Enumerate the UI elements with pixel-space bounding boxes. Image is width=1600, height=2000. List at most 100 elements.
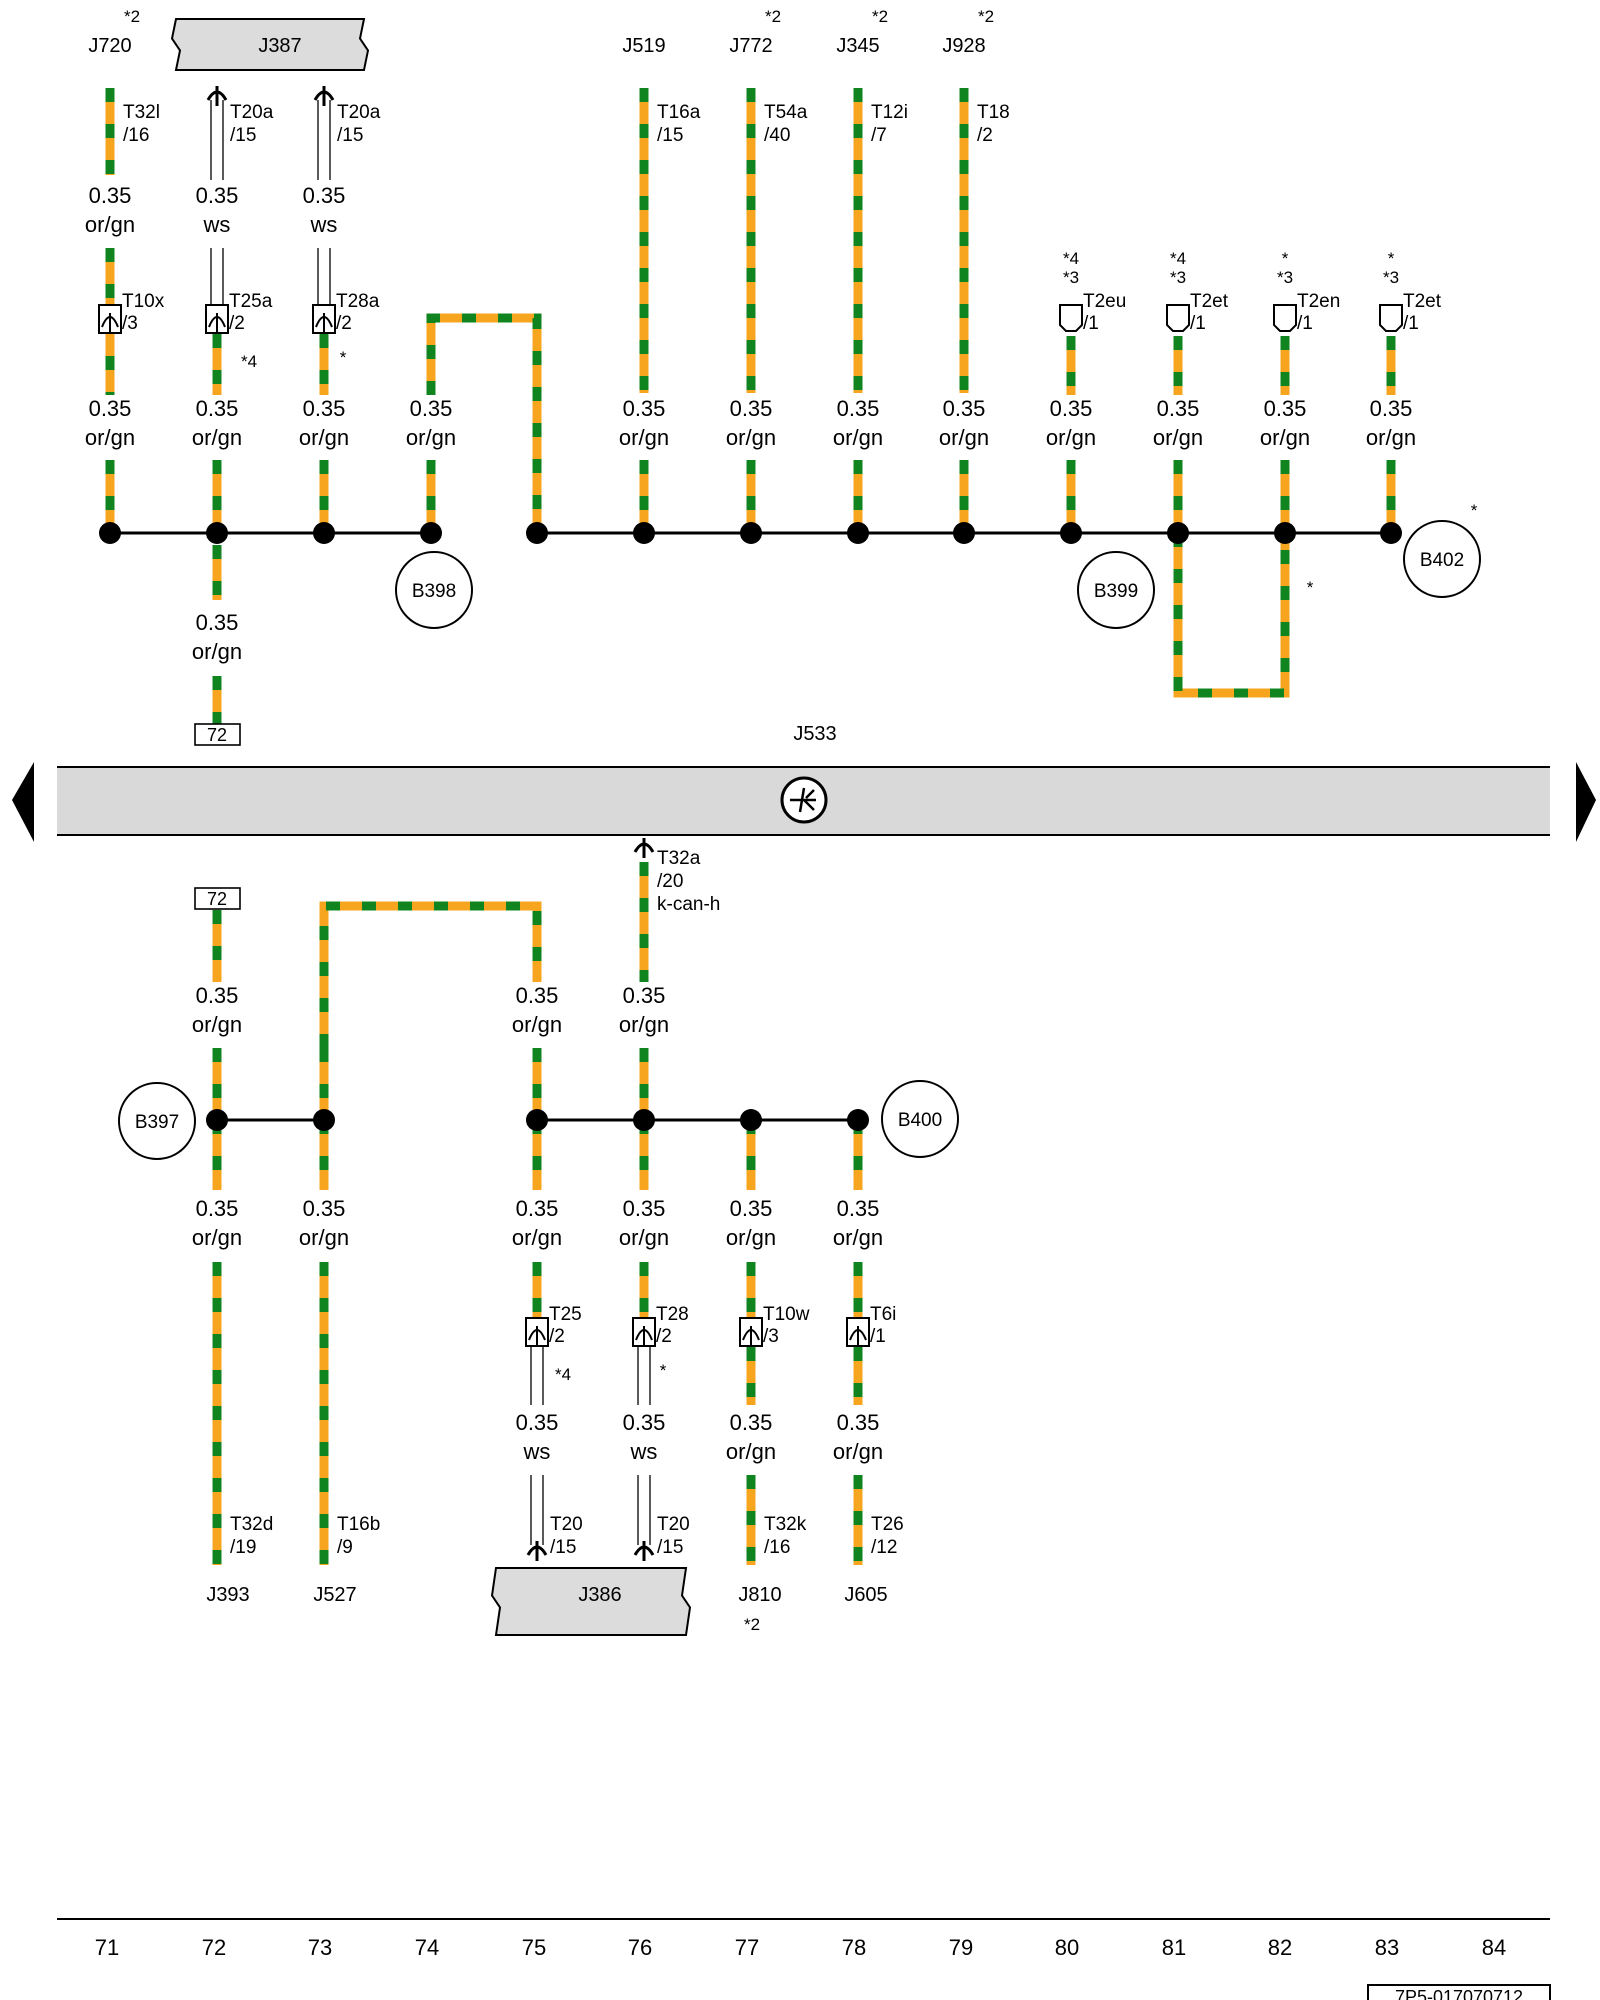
top-pin-2-conn: T20a: [337, 102, 381, 123]
top-wire-label-a1-size: 0.35: [196, 183, 239, 208]
b-row2-label-1-color: or/gn: [299, 1225, 349, 1250]
bus-node-bottom-4: [740, 1109, 762, 1131]
connector-T10x-conn: T10x: [122, 291, 165, 312]
bottom-pin-0-pin: /19: [230, 1537, 256, 1558]
row2-label-9-color: or/gn: [1153, 425, 1203, 450]
note-T28: *: [660, 1361, 667, 1380]
gateway-pin-signal: k-can-h: [657, 894, 720, 915]
bus-node-bottom-2: [526, 1109, 548, 1131]
component-J772-star: *2: [765, 7, 781, 26]
connector-T10x-arc: [101, 316, 119, 328]
component-J345-star: *2: [872, 7, 888, 26]
b-row3-label-75-size: 0.35: [516, 1410, 559, 1435]
ref-box-72-top: [194, 723, 241, 746]
top-pin-5-pin: /7: [871, 125, 887, 146]
top-wire-label-a0-size: 0.35: [89, 183, 132, 208]
note-top-1-line: *4: [1170, 249, 1186, 268]
row2-label-1-size: 0.35: [196, 396, 239, 421]
connector-T2eu-0-pin-num: /1: [1083, 313, 1099, 334]
note-top-1-line: *3: [1170, 268, 1186, 287]
row2-label-10-size: 0.35: [1264, 396, 1307, 421]
splice-B400: [881, 1080, 959, 1158]
bus-node-bottom-5: [847, 1109, 869, 1131]
connector-T2eu-0-conn: T2eu: [1083, 291, 1126, 312]
top-pin-4-pin: /40: [764, 125, 790, 146]
gateway-arrow-right: [1576, 762, 1596, 842]
gateway-label: J533: [793, 723, 836, 745]
bus-node-bottom-1: [313, 1109, 335, 1131]
splice-B400-label: B400: [898, 1110, 942, 1131]
ref-box-72-top-label: 72: [207, 725, 227, 745]
doc-code-box: [1367, 1984, 1551, 2000]
component-J519-label: J519: [622, 35, 665, 57]
b-row2-label-2-size: 0.35: [516, 1196, 559, 1221]
bus-node-bottom-0: [206, 1109, 228, 1131]
top-pin-4-conn: T54a: [764, 102, 808, 123]
connector-bottom-T25-pin-num: /2: [549, 1326, 565, 1347]
bus-node-top-12: [1380, 522, 1402, 544]
b-label-72-color: or/gn: [192, 1012, 242, 1037]
b-row2-label-3-size: 0.35: [623, 1196, 666, 1221]
b-row2-label-5-size: 0.35: [837, 1196, 880, 1221]
connector-bottom-T25-arc: [528, 1329, 546, 1341]
bus-node-top-0: [99, 522, 121, 544]
column-number-71: 71: [95, 1935, 119, 1960]
gateway-pin-conn: T32a: [657, 848, 701, 869]
splice-B399-label: B399: [1094, 581, 1138, 602]
connector-T25a-conn: T25a: [229, 291, 273, 312]
row2-label-4-size: 0.35: [623, 396, 666, 421]
connector-T2et-3: [1379, 304, 1403, 332]
gateway-pin-num: /20: [657, 871, 683, 892]
ref-box-72-bottom: [194, 887, 241, 910]
connector-T28a-arc: [315, 316, 333, 328]
row2-label-11-color: or/gn: [1366, 425, 1416, 450]
connector-bottom-T6i-arc: [849, 1329, 867, 1341]
row2-label-10-color: or/gn: [1260, 425, 1310, 450]
row2-label-0-size: 0.35: [89, 396, 132, 421]
top-pin-5-conn: T12i: [871, 102, 908, 123]
column-number-75: 75: [522, 1935, 546, 1960]
row2-label-3-color: or/gn: [406, 425, 456, 450]
loop-73-75: [319, 901, 542, 1120]
connector-bottom-T28-arc: [635, 1329, 653, 1341]
component-J345-label: J345: [836, 35, 879, 57]
note-top-1: *4*3: [1170, 249, 1186, 287]
component-J810-star: *2: [744, 1615, 760, 1634]
row2-label-3-size: 0.35: [410, 396, 453, 421]
column-number-74: 74: [415, 1935, 439, 1960]
b-row3-label-76-size: 0.35: [623, 1410, 666, 1435]
row2-label-7-size: 0.35: [943, 396, 986, 421]
loop-74-75-stripe: [426, 313, 542, 533]
bottom-pin-5-conn: T26: [871, 1514, 904, 1535]
connector-T2et-1-pin-num: /1: [1190, 313, 1206, 334]
loop-73-75-stripe: [319, 901, 542, 1120]
bus-node-top-6: [740, 522, 762, 544]
j387-box: [170, 18, 370, 71]
connector-bottom-T10w-conn: T10w: [763, 1304, 810, 1325]
bus-node-top-10: [1167, 522, 1189, 544]
splice-B399: [1077, 551, 1155, 629]
column-number-76: 76: [628, 1935, 652, 1960]
b-row2-label-0-size: 0.35: [196, 1196, 239, 1221]
bottom-pin-2-conn: T20: [550, 1514, 583, 1535]
top-pin-0-conn: T32l: [123, 102, 160, 123]
component-J393-label: J393: [206, 1584, 249, 1606]
b-label-72-size: 0.35: [196, 983, 239, 1008]
b-row3-label-77-color: or/gn: [726, 1439, 776, 1464]
top-pin-6-conn: T18: [977, 102, 1010, 123]
note-top-2-line: *: [1282, 249, 1289, 268]
bus-node-top-4: [526, 522, 548, 544]
column-number-81: 81: [1162, 1935, 1186, 1960]
note-T25: *4: [555, 1365, 571, 1384]
row2-label-6-size: 0.35: [837, 396, 880, 421]
component-J720-star: *2: [124, 7, 140, 26]
b-label-75-color: or/gn: [512, 1012, 562, 1037]
column-number-82: 82: [1268, 1935, 1292, 1960]
column-number-77: 77: [735, 1935, 759, 1960]
loop-81-82-stripe: [1173, 533, 1290, 698]
row2-label-2-color: or/gn: [299, 425, 349, 450]
component-J386-label: J386: [578, 1584, 621, 1606]
note-top-3-line: *3: [1383, 268, 1399, 287]
bus-node-top-11: [1274, 522, 1296, 544]
connector-T28a-pin-num: /2: [336, 313, 352, 334]
